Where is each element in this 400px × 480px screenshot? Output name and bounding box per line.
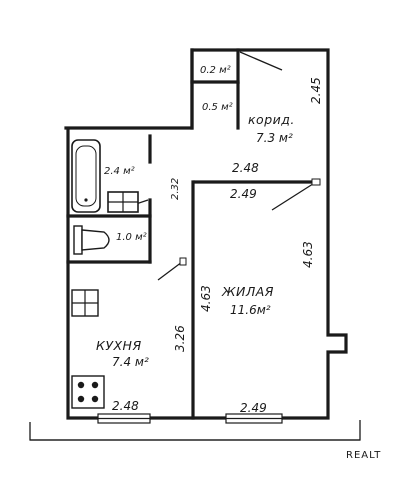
dim-living-top: 2.49 — [230, 187, 257, 201]
dim-kitchen-height: 3.26 — [173, 325, 187, 352]
kitchen-sink-icon — [71, 289, 99, 317]
watermark: REALT — [346, 450, 381, 461]
balcony-outline — [29, 420, 361, 441]
living-door-swing — [271, 181, 317, 211]
dim-corridor-top-right: 2.45 — [309, 77, 323, 104]
entrance-door-swing — [239, 51, 283, 71]
storage2-area: 0.5 м² — [202, 102, 233, 113]
toilet-icon — [73, 225, 110, 255]
corridor-name: корид. — [248, 112, 295, 127]
balcony — [29, 420, 361, 441]
dim-living-right: 4.63 — [301, 241, 315, 268]
doors — [123, 51, 321, 281]
dimension-labels: 2.45 2.48 2.49 2.32 4.63 4.63 3.26 2.48 … — [112, 77, 323, 415]
stove-icon — [71, 375, 105, 409]
corridor-area: 7.3 м² — [256, 131, 293, 145]
washbasin-icon — [107, 191, 139, 213]
dim-bath-height: 2.32 — [170, 178, 181, 200]
kitchen-name: КУХНЯ — [96, 338, 142, 353]
living-name: ЖИЛАЯ — [221, 284, 274, 299]
dim-living-left: 4.63 — [199, 285, 213, 312]
fixtures — [71, 139, 139, 409]
bathroom-area: 2.4 м² — [104, 166, 135, 177]
kitchen-door-leaf — [179, 257, 187, 266]
toilet-area: 1.0 м² — [116, 232, 147, 243]
interior-walls — [66, 48, 320, 420]
storage1-area: 0.2 м² — [200, 65, 231, 76]
windows — [97, 413, 283, 424]
room-labels: 0.2 м² 0.5 м² корид. 7.3 м² 2.4 м² 1.0 м… — [96, 65, 295, 369]
dim-kitchen-bottom: 2.48 — [112, 399, 139, 413]
living-door-leaf — [311, 178, 321, 186]
dim-corridor-width: 2.48 — [232, 161, 259, 175]
kitchen-area: 7.4 м² — [112, 355, 149, 369]
living-area: 11.6м² — [230, 303, 271, 317]
bathtub-icon — [71, 139, 101, 213]
kitchen-door-swing — [157, 261, 183, 281]
dim-living-bottom: 2.49 — [240, 401, 267, 415]
